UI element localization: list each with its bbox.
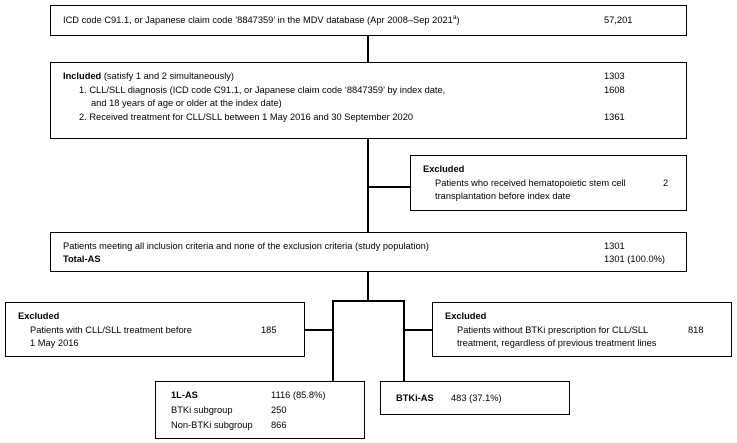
included-criterion-2-count: 1361 bbox=[604, 112, 625, 122]
connector-to-excluded-prior-treatment bbox=[305, 329, 333, 331]
connector-split-left-down bbox=[332, 300, 334, 381]
first-line-as-row-btki-count: 250 bbox=[271, 405, 287, 415]
included-heading-suffix: (satisfy 1 and 2 simultaneously) bbox=[101, 71, 235, 81]
connector-population-to-split bbox=[367, 272, 369, 302]
footnote-marker-a: a bbox=[452, 13, 457, 21]
first-line-as-row-non-btki-label: Non-BTKi subgroup bbox=[171, 420, 253, 430]
excluded-hsct-heading: Excluded bbox=[423, 164, 465, 174]
excluded-prior-treatment-line2: 1 May 2016 bbox=[30, 338, 79, 348]
connector-split-bar bbox=[332, 300, 405, 302]
excluded-no-btki-line2: treatment, regardless of previous treatm… bbox=[457, 338, 657, 348]
excluded-hsct-line1: Patients who received hematopoietic stem… bbox=[435, 178, 626, 188]
btki-as-count: 483 (37.1%) bbox=[451, 393, 502, 403]
node-source-cohort: ICD code C91.1, or Japanese claim code ‘… bbox=[50, 5, 687, 36]
first-line-as-row-non-btki-count: 866 bbox=[271, 420, 287, 430]
included-criterion-1-line1: 1. CLL/SLL diagnosis (ICD code C91.1, or… bbox=[79, 85, 446, 95]
included-heading-count: 1303 bbox=[604, 71, 625, 81]
excluded-no-btki-count: 818 bbox=[688, 325, 704, 335]
excluded-no-btki-heading: Excluded bbox=[445, 311, 487, 321]
first-line-as-heading: 1L-AS bbox=[171, 390, 198, 400]
node-btki-as: BTKi-AS 483 (37.1%) bbox=[380, 381, 570, 415]
excluded-prior-treatment-count: 185 bbox=[261, 325, 277, 335]
excluded-prior-treatment-line1: Patients with CLL/SLL treatment before bbox=[30, 325, 192, 335]
included-criterion-1-line2: and 18 years of age or older at the inde… bbox=[91, 98, 282, 108]
excluded-hsct-count: 2 bbox=[663, 178, 669, 188]
source-text: ICD code C91.1, or Japanese claim code ‘… bbox=[63, 13, 460, 25]
included-heading: Included (satisfy 1 and 2 simultaneously… bbox=[63, 71, 234, 82]
first-line-as-heading-count: 1116 (85.8%) bbox=[271, 390, 326, 400]
node-study-population: Patients meeting all inclusion criteria … bbox=[50, 232, 687, 272]
excluded-prior-treatment-heading: Excluded bbox=[18, 311, 60, 321]
connector-to-excluded-hsct bbox=[367, 186, 411, 188]
connector-split-right-down bbox=[403, 300, 405, 381]
study-population-total-as-label: Total-AS bbox=[63, 254, 101, 264]
node-excluded-prior-treatment: Excluded Patients with CLL/SLL treatment… bbox=[5, 302, 305, 357]
included-heading-bold: Included bbox=[63, 71, 102, 81]
excluded-no-btki-line1: Patients without BTKi prescription for C… bbox=[457, 325, 649, 335]
source-count: 57,201 bbox=[604, 15, 633, 25]
node-excluded-no-btki: Excluded Patients without BTKi prescript… bbox=[432, 302, 732, 357]
connector-to-excluded-no-btki bbox=[403, 329, 432, 331]
node-first-line-as: 1L-AS 1116 (85.8%) BTKi subgroup 250 Non… bbox=[155, 381, 365, 439]
study-population-total-as-count: 1301 (100.0%) bbox=[604, 254, 665, 264]
study-population-line1-count: 1301 bbox=[604, 241, 625, 251]
btki-as-heading: BTKi-AS bbox=[396, 393, 434, 403]
connector-source-to-included bbox=[367, 35, 369, 62]
node-included: Included (satisfy 1 and 2 simultaneously… bbox=[50, 62, 687, 139]
included-criterion-2-line1: 2. Received treatment for CLL/SLL betwee… bbox=[79, 112, 414, 122]
node-excluded-hsct: Excluded Patients who received hematopoi… bbox=[410, 155, 687, 211]
excluded-hsct-line2: transplantation before index date bbox=[435, 191, 571, 201]
included-criterion-1-count: 1608 bbox=[604, 85, 625, 95]
study-population-line1: Patients meeting all inclusion criteria … bbox=[63, 241, 429, 251]
first-line-as-row-btki-label: BTKi subgroup bbox=[171, 405, 233, 415]
connector-included-to-population bbox=[367, 139, 369, 232]
